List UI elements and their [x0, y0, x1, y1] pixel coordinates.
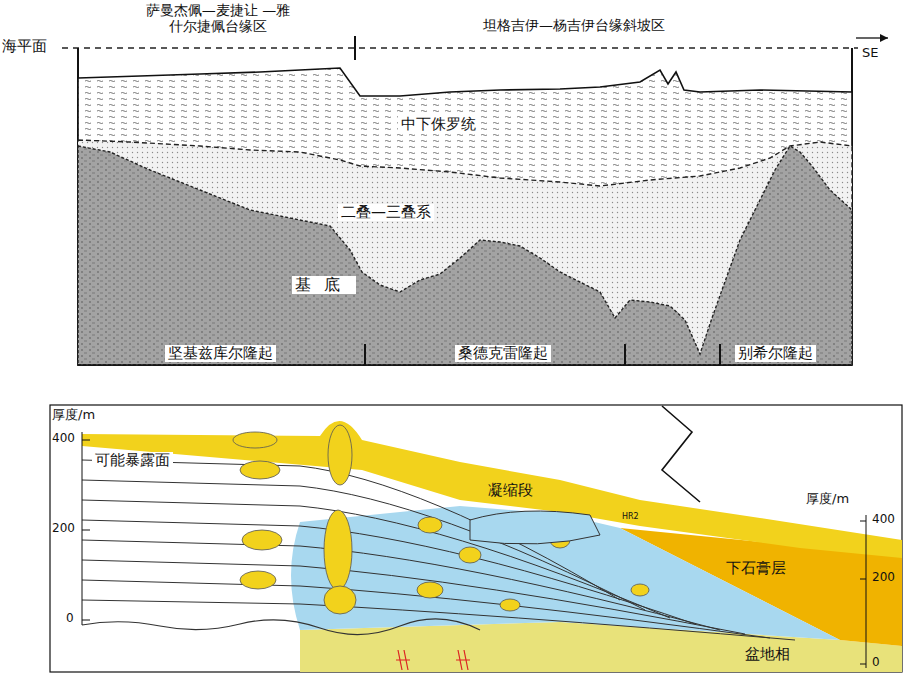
direction-label: SE [862, 46, 878, 61]
region-label: 萨曼杰佩—麦捷让 —雅什尔捷佩台缘区 [140, 2, 296, 34]
axis-title: 厚度/m [806, 492, 849, 507]
axis-tick [82, 530, 90, 531]
top-yellow-layer [82, 421, 902, 558]
axis-value: 0 [66, 612, 74, 626]
uplift-label: 坚基兹库尔隆起 [165, 345, 276, 362]
region-label: 坦格吉伊—杨吉伊台缘斜坡区 [480, 17, 668, 33]
left-axis [82, 432, 83, 625]
sea-level-line [62, 47, 858, 48]
uplift-label: 桑德克雷隆起 [455, 345, 551, 362]
basement-layer [78, 146, 852, 365]
axis-title: 厚度/m [52, 408, 95, 423]
axis-value: 200 [872, 571, 895, 585]
uplift-divider [364, 344, 366, 365]
axis-tick [82, 440, 90, 441]
facies-label: 可能暴露面 [92, 452, 173, 469]
facies-label: 下石膏层 [726, 560, 786, 577]
right-axis [866, 515, 867, 668]
uplift-divider [719, 344, 721, 365]
region-divider [354, 36, 356, 60]
condensed-mound [470, 511, 600, 544]
strata-lines [82, 460, 795, 640]
frame-line [78, 364, 852, 366]
jurassic-layer [78, 68, 852, 365]
facies-label: 盆地相 [745, 646, 790, 663]
axis-tick [860, 521, 866, 522]
axis-value: 400 [872, 513, 895, 527]
sea-level-label: 海平面 [2, 38, 47, 55]
layer-label: 基底 [292, 276, 356, 294]
permian-triassic-layer [78, 140, 852, 365]
direction-arrowhead [880, 34, 888, 42]
layer-label: 中下侏罗统 [398, 116, 479, 133]
axis-value: 200 [52, 522, 75, 536]
fault-marks [396, 650, 470, 670]
axis-value: 400 [52, 432, 75, 446]
axis-tick [82, 620, 90, 621]
buildup-bodies [233, 425, 649, 614]
axis-tick [860, 579, 866, 580]
uplift-label: 别希尔隆起 [735, 345, 816, 362]
axis-tick [860, 664, 866, 665]
panel-frame [50, 405, 902, 672]
layer-label: 二叠—三叠系 [338, 204, 434, 221]
facies-label: 凝缩段 [488, 482, 533, 499]
uplift-divider [624, 344, 626, 365]
horizon-label: HR2 [622, 512, 639, 521]
base-line [82, 619, 480, 635]
axis-value: 0 [872, 656, 880, 670]
break-line [662, 406, 700, 502]
